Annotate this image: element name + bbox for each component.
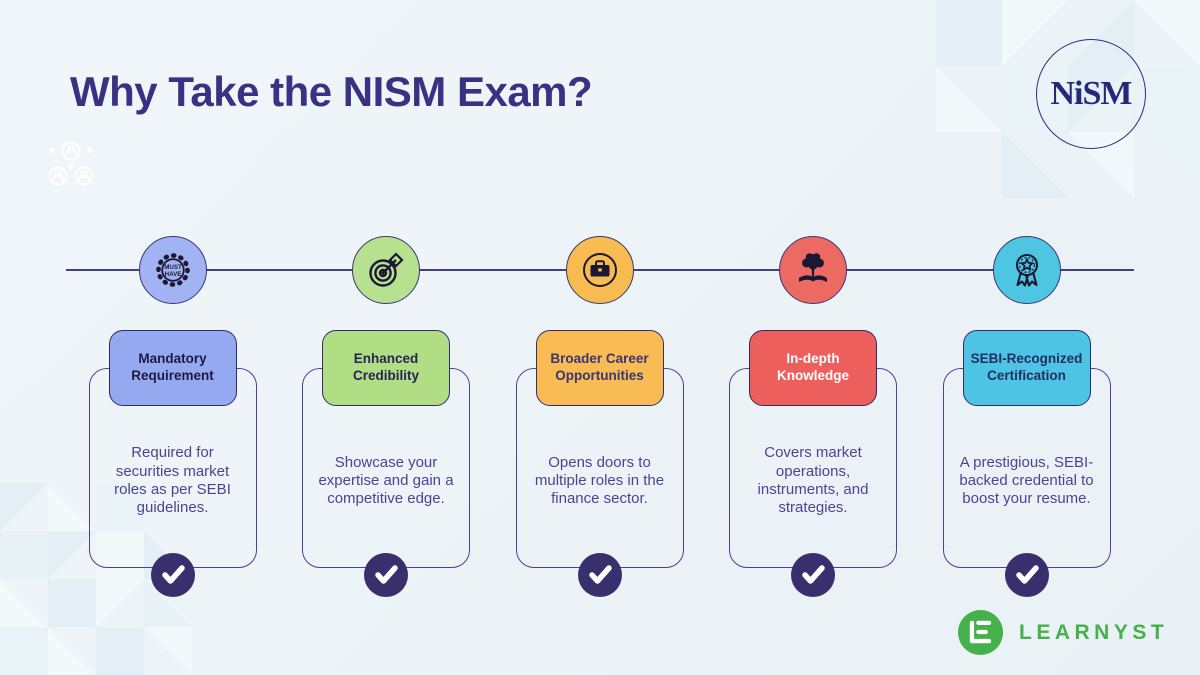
benefit-description: Opens doors to multiple roles in the fin… [534, 453, 665, 508]
check-icon [1015, 565, 1039, 584]
benefit-label: SEBI-Recognized Certification [962, 330, 1091, 406]
learnyst-logo-text: LEARNYST [1019, 620, 1169, 644]
check-badge [791, 553, 835, 597]
benefit-column-mandatory-requirement: MUST HAVE Mandatory Requirement Required… [66, 0, 279, 675]
benefit-card: Opens doors to multiple roles in the fin… [515, 368, 684, 568]
nism-logo: NiSM [1036, 39, 1146, 149]
benefit-label: Broader Career Opportunities [535, 330, 664, 406]
benefit-label-text: Broader Career Opportunities [550, 351, 649, 383]
knowledge-tree-icon [779, 236, 847, 304]
benefit-label-text: Enhanced Credibility [352, 351, 419, 383]
benefit-column-indepth-knowledge: In-depth Knowledge Covers market operati… [707, 0, 920, 675]
benefit-label-text: Mandatory Requirement [131, 351, 214, 383]
check-badge [1004, 553, 1049, 597]
benefit-column-sebi-certification: SEBI-Recognized Certification A prestigi… [920, 0, 1133, 675]
check-icon [802, 565, 825, 584]
target-dart-icon [352, 236, 420, 304]
check-badge [150, 553, 195, 597]
check-icon [588, 565, 612, 584]
check-icon [375, 565, 398, 584]
benefit-card: A prestigious, SEBI-backed credential to… [942, 368, 1111, 568]
benefit-description: Showcase your expertise and gain a compe… [318, 453, 454, 508]
benefit-label: Enhanced Credibility [322, 330, 450, 406]
briefcase-icon [565, 236, 634, 304]
benefit-label-text: SEBI-Recognized Certification [970, 351, 1083, 383]
learnyst-brand: LEARNYST [958, 610, 1168, 655]
check-badge [364, 553, 408, 597]
check-badge [577, 553, 622, 597]
page-title: Why Take the NISM Exam? [70, 68, 593, 115]
stamp-word-have: HAVE [164, 271, 181, 278]
must-have-stamp-icon: MUST HAVE [138, 236, 207, 304]
benefit-card: Showcase your expertise and gain a compe… [302, 368, 470, 568]
benefit-description: Required for securities market roles as … [114, 444, 231, 517]
check-icon [161, 565, 185, 584]
benefit-description: Covers market operations, instruments, a… [757, 444, 869, 517]
stamp-word-must: MUST [164, 264, 182, 271]
benefit-label: Mandatory Requirement [108, 330, 237, 406]
benefit-label: In-depth Knowledge [749, 330, 877, 406]
benefit-column-broader-career: Broader Career Opportunities Opens doors… [493, 0, 706, 675]
learnyst-logo-icon [958, 610, 1003, 655]
benefit-column-enhanced-credibility: Enhanced Credibility Showcase your exper… [280, 0, 493, 675]
people-network-icon [48, 141, 94, 186]
benefit-label-text: In-depth Knowledge [776, 351, 849, 383]
benefit-description: A prestigious, SEBI-backed credential to… [959, 453, 1094, 508]
nism-logo-text: NiSM [1050, 75, 1133, 112]
medal-ribbon-icon [992, 236, 1061, 304]
